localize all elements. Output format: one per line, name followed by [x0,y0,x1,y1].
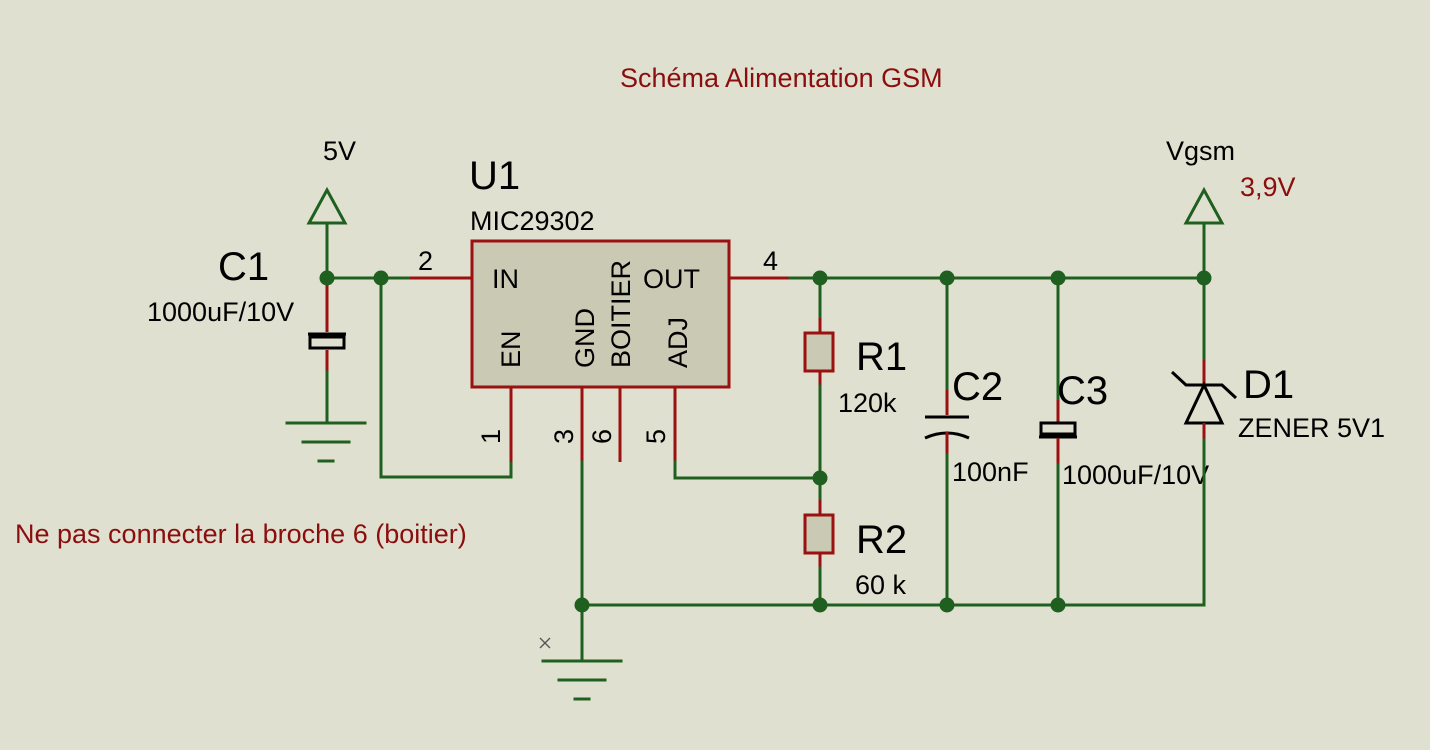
regulator-u1[interactable] [410,239,790,462]
c3-ref: C3 [1057,369,1108,413]
u1-pin-gnd-name: GND [570,308,600,368]
u1-pin-en-number: 1 [476,429,506,444]
d1-ref: D1 [1243,363,1294,407]
capacitor-c1[interactable] [308,278,346,422]
schematic-title: Schéma Alimentation GSM [620,63,943,93]
u1-ref: U1 [469,154,520,198]
u1-pin-out-name: OUT [643,264,700,294]
junction-node [1050,270,1066,286]
no-connect-marker [539,637,551,649]
u1-pin-adj-number: 5 [641,429,671,444]
u1-pin-out-number: 4 [763,246,778,276]
junction-node [1196,270,1212,286]
u1-pin-boitier-number: 6 [587,429,617,444]
ground-symbol-c1 [285,421,367,463]
resistor-r1[interactable] [803,276,835,480]
ground-symbol-main [541,659,623,701]
u1-pin-in-number: 2 [418,246,433,276]
c1-value: 1000uF/10V [147,297,294,327]
wire-en-loop [379,276,513,479]
junction-node [574,597,590,613]
junction-nodes [319,270,1212,613]
c2-value: 100nF [952,457,1029,487]
u1-pin-adj-name: ADJ [663,317,693,368]
u1-part: MIC29302 [470,206,595,236]
capacitor-c3[interactable] [1039,276,1077,607]
wire-adj-feedback [673,460,822,480]
r2-value: 60 k [855,570,907,600]
r1-value: 120k [838,388,897,418]
junction-node [373,270,389,286]
r2-ref: R2 [856,518,907,562]
junction-node [1050,597,1066,613]
c1-ref: C1 [218,245,269,289]
junction-node [812,270,828,286]
power-out-voltage: 3,9V [1240,172,1296,202]
junction-node [319,270,335,286]
power-out-label: Vgsm [1166,136,1235,166]
resistor-r2[interactable] [803,476,835,607]
r1-ref: R1 [856,335,907,379]
junction-node [939,597,955,613]
zener-diode-d1[interactable] [1170,276,1238,607]
u1-pin-gnd-number: 3 [549,429,579,444]
power-terminal-5v[interactable] [306,186,348,280]
u1-pin-boitier-name: BOITIER [606,260,636,368]
capacitor-c2[interactable] [924,276,970,607]
u1-pin-in-name: IN [492,264,519,294]
power-in-label: 5V [323,136,356,166]
d1-value: ZENER 5V1 [1238,413,1385,443]
power-terminal-vgsm[interactable] [1183,186,1225,280]
junction-node [812,597,828,613]
c3-value: 1000uF/10V [1062,460,1209,490]
junction-node [939,270,955,286]
u1-pin-en-name: EN [496,330,526,368]
design-note: Ne pas connecter la broche 6 (boitier) [15,519,467,549]
c2-ref: C2 [952,365,1003,409]
junction-node [812,470,828,486]
